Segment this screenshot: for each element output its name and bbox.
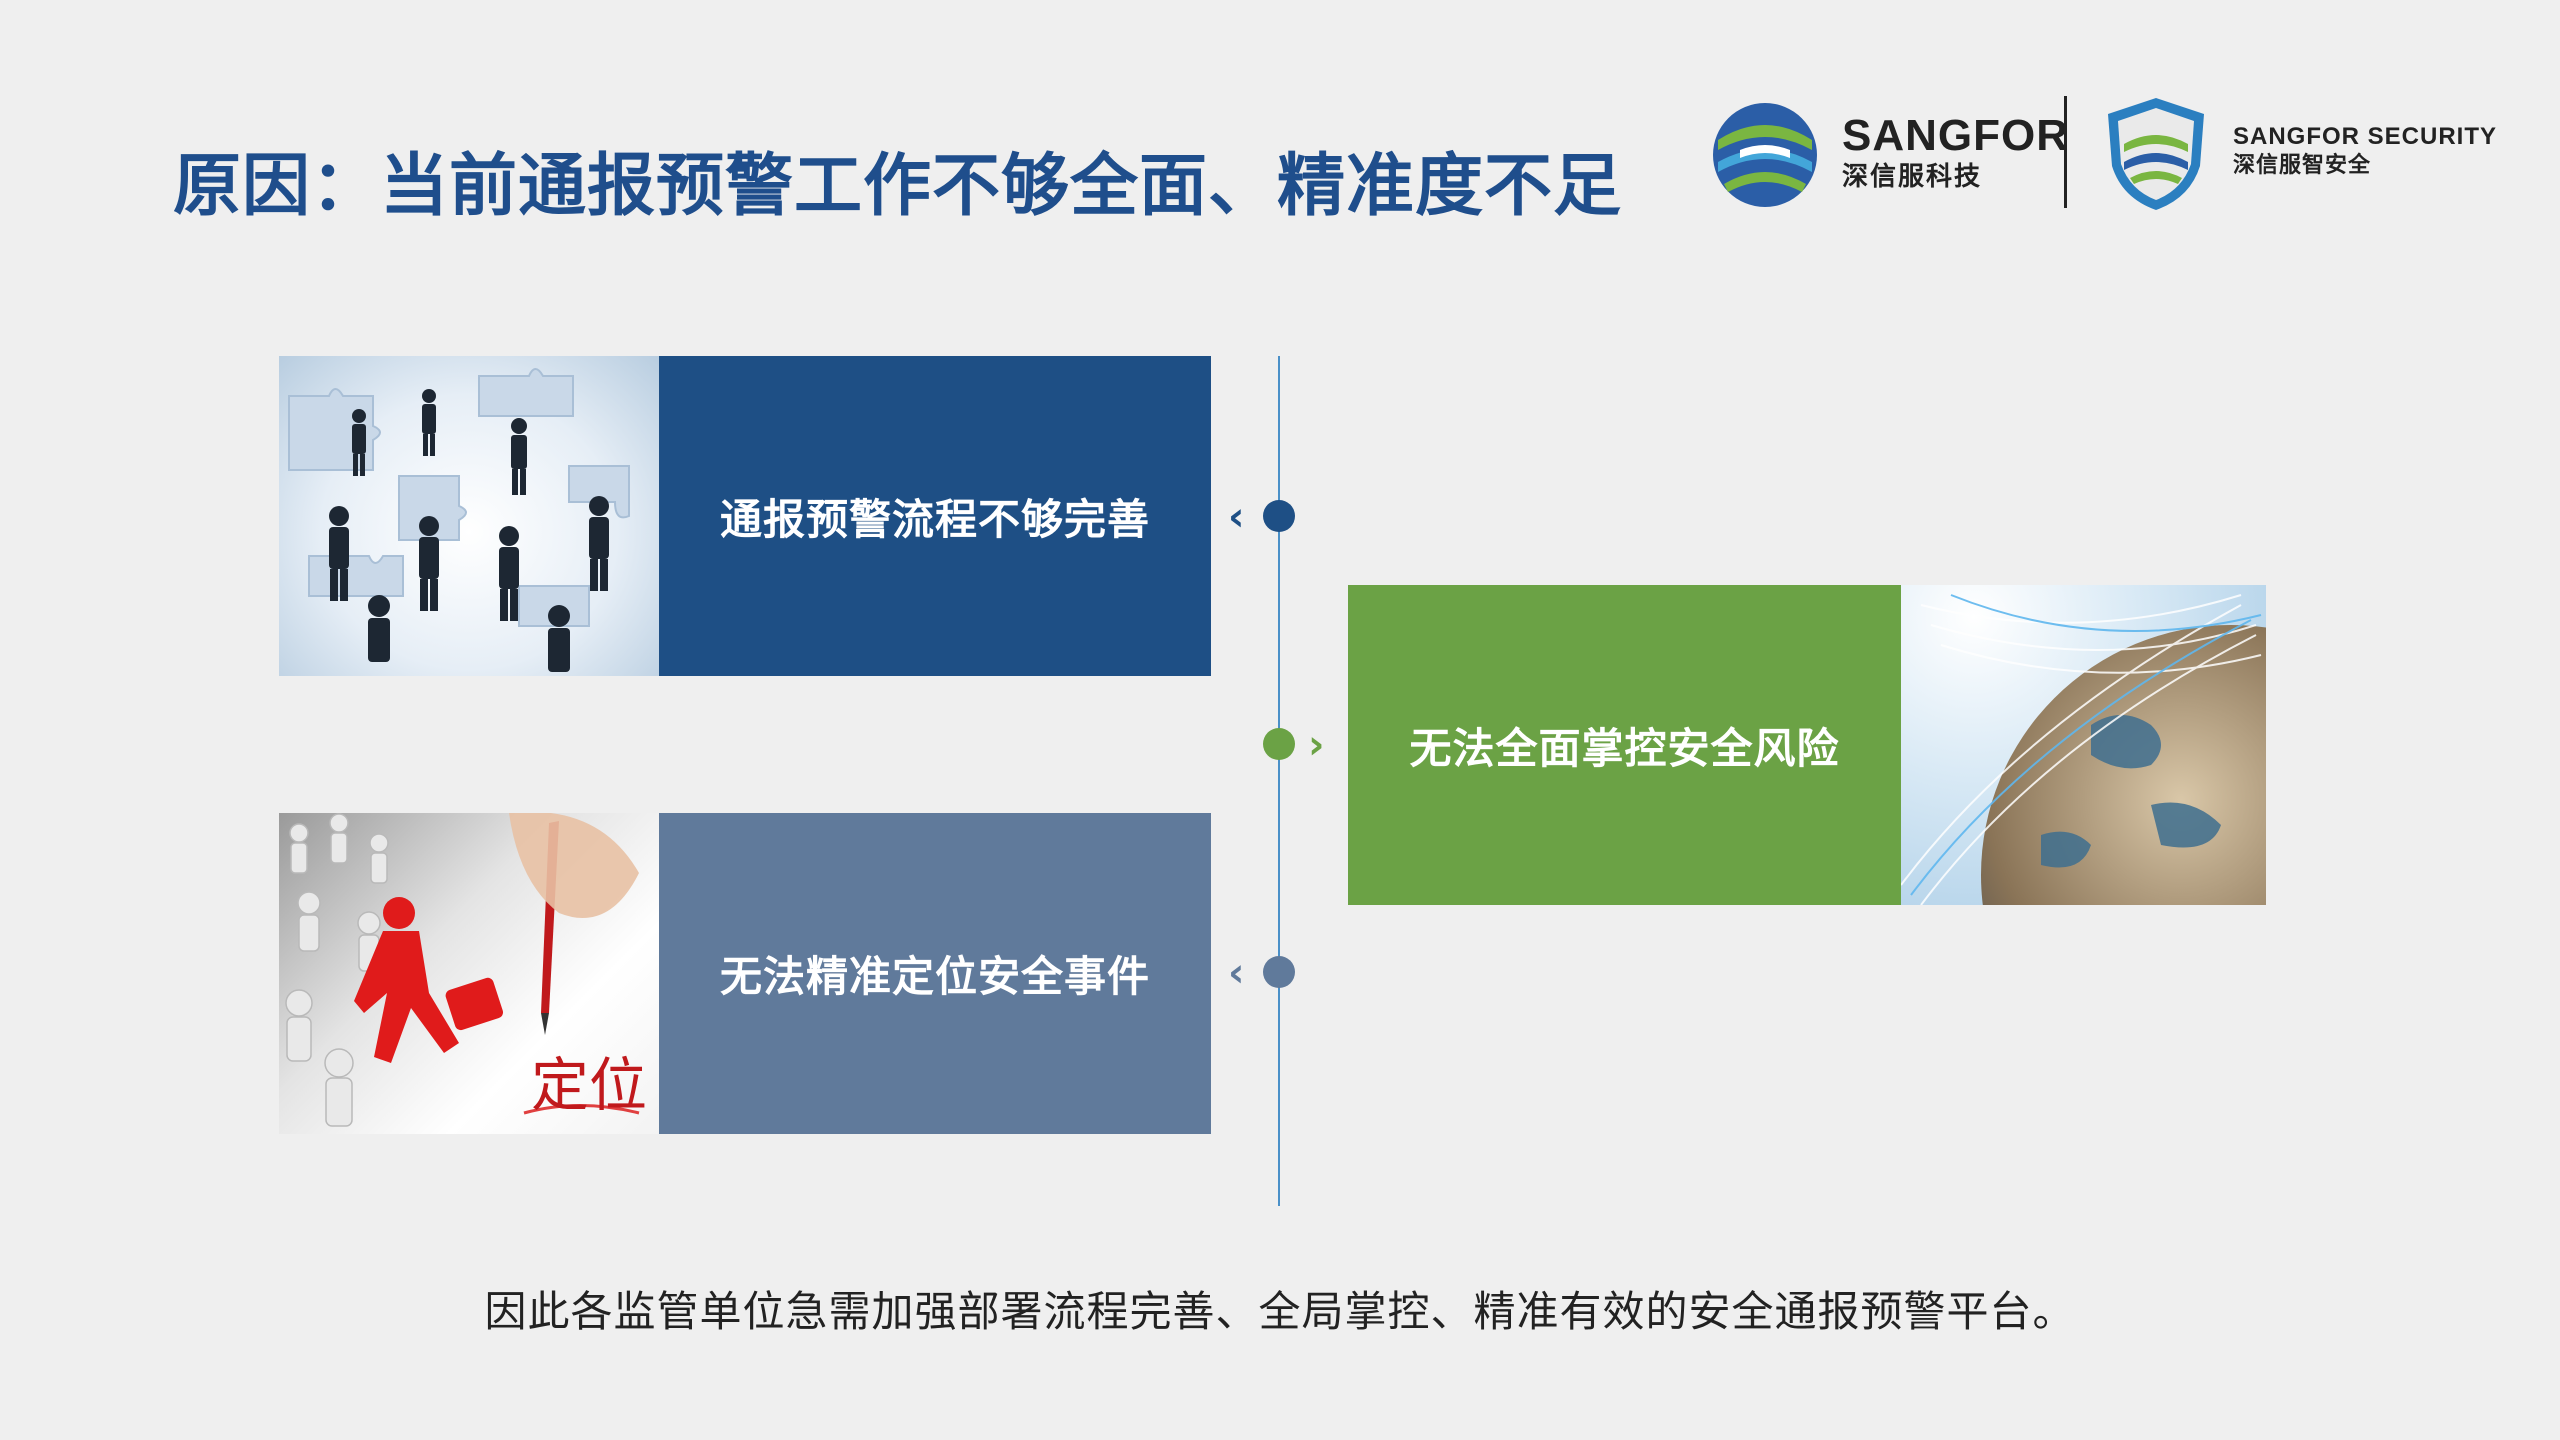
chevron-left-icon: ‹ <box>1228 950 1245 996</box>
card-label: 无法精准定位安全事件 <box>719 952 1150 1001</box>
sangfor-logo-icon <box>1710 100 1820 210</box>
puzzle-people-image <box>279 356 659 676</box>
card-label: 通报预警流程不够完善 <box>719 494 1150 544</box>
logo-divider <box>2064 96 2067 208</box>
brand-sangfor: SANGFOR 深信服科技 <box>1842 112 2069 194</box>
card-risk-control: 无法全面掌控安全风险 <box>1348 585 1901 905</box>
timeline-line <box>1278 356 1280 1206</box>
card-event-locate: 无法精准定位安全事件 <box>659 813 1211 1134</box>
slide-title: 原因：当前通报预警工作不够全面、精准度不足 <box>173 147 1623 226</box>
timeline-dot-2 <box>1263 728 1295 760</box>
sangfor-security-shield-icon <box>2100 94 2212 214</box>
positioning-image: 定位 <box>279 813 659 1134</box>
chevron-right-icon: › <box>1308 722 1325 768</box>
brand-en: SANGFOR <box>1842 111 2069 160</box>
timeline-dot-1 <box>1263 500 1295 532</box>
globe-network-image <box>1901 585 2266 905</box>
footer-conclusion: 因此各监管单位急需加强部署流程完善、全局掌控、精准有效的安全通报预警平台。 <box>484 1287 2076 1336</box>
chevron-left-icon: ‹ <box>1228 494 1245 540</box>
timeline-dot-3 <box>1263 956 1295 988</box>
brand-cn: 深信服科技 <box>1842 162 1983 192</box>
brand2-en: SANGFOR SECURITY <box>2233 123 2498 150</box>
positioning-caption: 定位 <box>531 1051 647 1119</box>
card-process-incomplete: 通报预警流程不够完善 <box>659 356 1211 676</box>
brand2-cn: 深信服智安全 <box>2233 153 2372 178</box>
brand-sangfor-security: SANGFOR SECURITY 深信服智安全 <box>2233 123 2497 181</box>
card-label: 无法全面掌控安全风险 <box>1409 723 1840 773</box>
